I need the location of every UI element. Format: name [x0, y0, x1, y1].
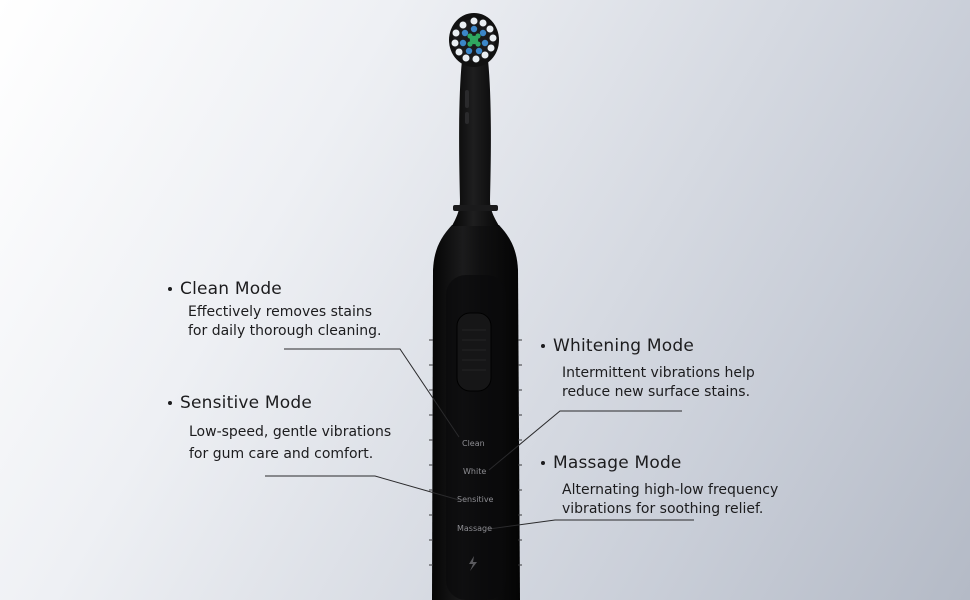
sensitive-mode-title-text: Sensitive Mode	[180, 393, 313, 413]
brush-label-white: White	[463, 467, 487, 476]
bullet-dot	[168, 287, 172, 291]
whitening-mode-title: Whitening Mode	[541, 336, 755, 356]
brush-neck	[452, 60, 499, 226]
bullet-dot	[541, 344, 545, 348]
massage-mode-desc: Alternating high-low frequency vibration…	[541, 481, 778, 519]
bullet-dot	[541, 461, 545, 465]
sensitive-mode-desc: Low-speed, gentle vibrations for gum car…	[168, 421, 391, 465]
brush-label-massage: Massage	[457, 524, 493, 533]
whitening-mode-desc-line1: Intermittent vibrations help	[562, 365, 755, 381]
button-texture	[462, 329, 486, 371]
clean-mode-desc-line2: for daily thorough cleaning.	[188, 323, 382, 339]
brush-label-clean: Clean	[462, 439, 485, 448]
massage-mode-block: Massage Mode Alternating high-low freque…	[541, 453, 778, 519]
leader-whitening	[488, 410, 682, 471]
sensitive-mode-block: Sensitive Mode Low-speed, gentle vibrati…	[168, 393, 391, 465]
leader-sensitive	[265, 475, 460, 501]
whitening-mode-block: Whitening Mode Intermittent vibrations h…	[541, 336, 755, 402]
massage-mode-title: Massage Mode	[541, 453, 778, 473]
lightning-bolt-icon	[469, 556, 477, 571]
side-markings	[429, 339, 522, 566]
neck-feature	[465, 112, 469, 124]
whitening-mode-desc-line2: reduce new surface stains.	[562, 384, 751, 400]
bristles	[451, 17, 497, 63]
clean-mode-block: Clean Mode Effectively removes stains fo…	[168, 279, 381, 341]
whitening-mode-title-text: Whitening Mode	[553, 336, 695, 356]
neck-feature	[465, 90, 469, 108]
whitening-mode-desc: Intermittent vibrations help reduce new …	[541, 364, 755, 402]
leader-massage	[488, 519, 694, 530]
massage-mode-desc-line2: vibrations for soothing relief.	[562, 501, 764, 517]
power-button	[456, 312, 492, 392]
clean-mode-title-text: Clean Mode	[180, 279, 282, 299]
clean-mode-desc-line1: Effectively removes stains	[188, 304, 373, 320]
clean-mode-desc: Effectively removes stains for daily tho…	[168, 303, 381, 341]
massage-mode-desc-line1: Alternating high-low frequency	[562, 482, 779, 498]
clean-mode-title: Clean Mode	[168, 279, 381, 299]
sensitive-mode-title: Sensitive Mode	[168, 393, 391, 413]
leader-clean	[284, 348, 460, 438]
massage-mode-title-text: Massage Mode	[553, 453, 682, 473]
sensitive-mode-desc-line1: Low-speed, gentle vibrations	[189, 424, 392, 440]
neck-band	[453, 205, 498, 211]
sensitive-mode-desc-line2: for gum care and comfort.	[189, 446, 374, 462]
bullet-dot	[168, 401, 172, 405]
brush-label-sensitive: Sensitive	[457, 495, 494, 504]
